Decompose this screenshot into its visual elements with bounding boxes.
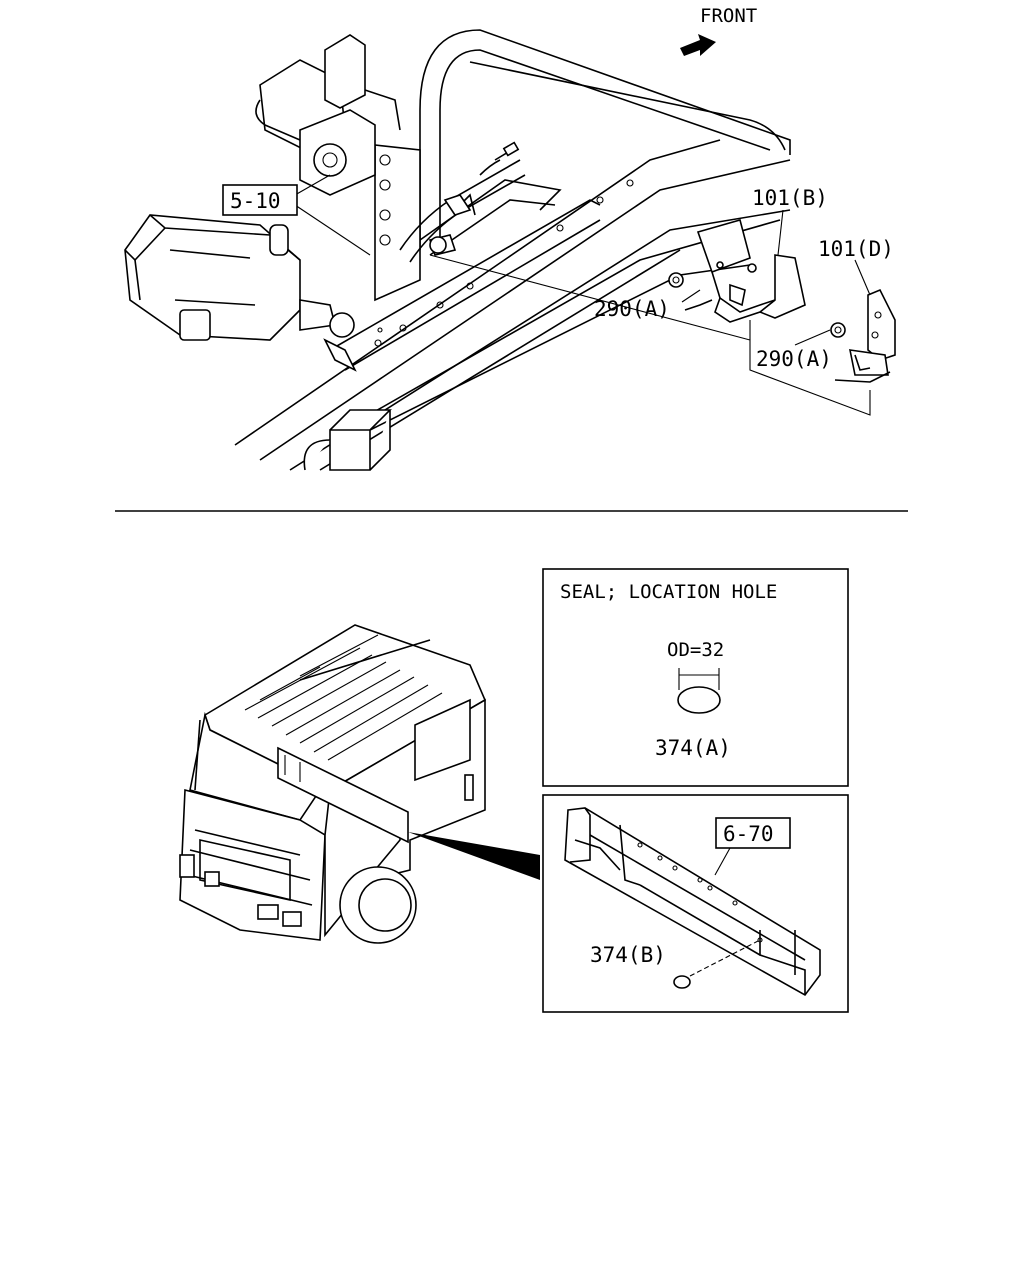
front-label: FRONT: [700, 5, 757, 27]
seal-location-hole-panel: SEAL; LOCATION HOLE OD=32 374(A): [542, 568, 849, 787]
chassis-rail-4: [319, 249, 681, 471]
frame-arc-inner: [439, 49, 771, 250]
part-374-a-label[interactable]: 374(A): [655, 736, 731, 760]
front-arrow-icon: [680, 34, 716, 56]
frame-arc-top: [469, 61, 786, 151]
chassis-rail-2: [259, 159, 791, 461]
frame-curve: [303, 439, 331, 471]
crossmember-lower: [344, 219, 601, 371]
clip-101-d-drawing: [830, 288, 896, 383]
leader-lines: [294, 174, 871, 416]
frame-arc-outer: [419, 29, 791, 250]
chassis-rail-3: [289, 209, 791, 471]
svg-text:FRONT: FRONT: [700, 5, 757, 27]
seal-panel-title: SEAL; LOCATION HOLE: [560, 581, 777, 603]
wiring-harness: [399, 141, 562, 263]
part-290-a-label-right[interactable]: 290(A): [756, 347, 832, 371]
frame-detail-panel: 6-70 374(B): [542, 794, 849, 1013]
mounting-plate: [374, 144, 421, 302]
chassis-rail-1: [234, 139, 721, 446]
engine-mount-assembly: [255, 34, 401, 196]
svg-text:6-70: 6-70: [723, 822, 774, 846]
clip-101-b-drawing: [668, 219, 806, 323]
truck-cab-drawing: [179, 624, 540, 944]
svg-text:5-10: 5-10: [230, 189, 281, 213]
ref-5-10-callout[interactable]: 5-10: [222, 184, 298, 216]
crossmember-upper: [329, 199, 601, 351]
frame-rail-drawing: [564, 807, 821, 997]
ref-6-70-callout[interactable]: 6-70: [715, 817, 791, 849]
part-374-b-leader: [689, 939, 761, 977]
seal-dimension-label: OD=32: [667, 639, 724, 661]
frame-block: [329, 409, 392, 471]
seal-plug-icon: [677, 686, 721, 714]
transmission-block: [124, 214, 357, 372]
part-290-a-label-left[interactable]: 290(A): [594, 297, 670, 321]
part-101-b-label[interactable]: 101(B): [752, 186, 828, 210]
seal-plug-374-b-icon: [673, 975, 691, 989]
part-374-b-label[interactable]: 374(B): [590, 943, 666, 967]
chassis-frame-drawing: [124, 29, 896, 471]
part-101-d-label[interactable]: 101(D): [818, 237, 894, 261]
roof-panel-lines: [244, 634, 443, 761]
ref-6-70-leader: [714, 847, 731, 876]
callout-pointer: [408, 832, 540, 880]
rail-holes: [374, 179, 634, 347]
